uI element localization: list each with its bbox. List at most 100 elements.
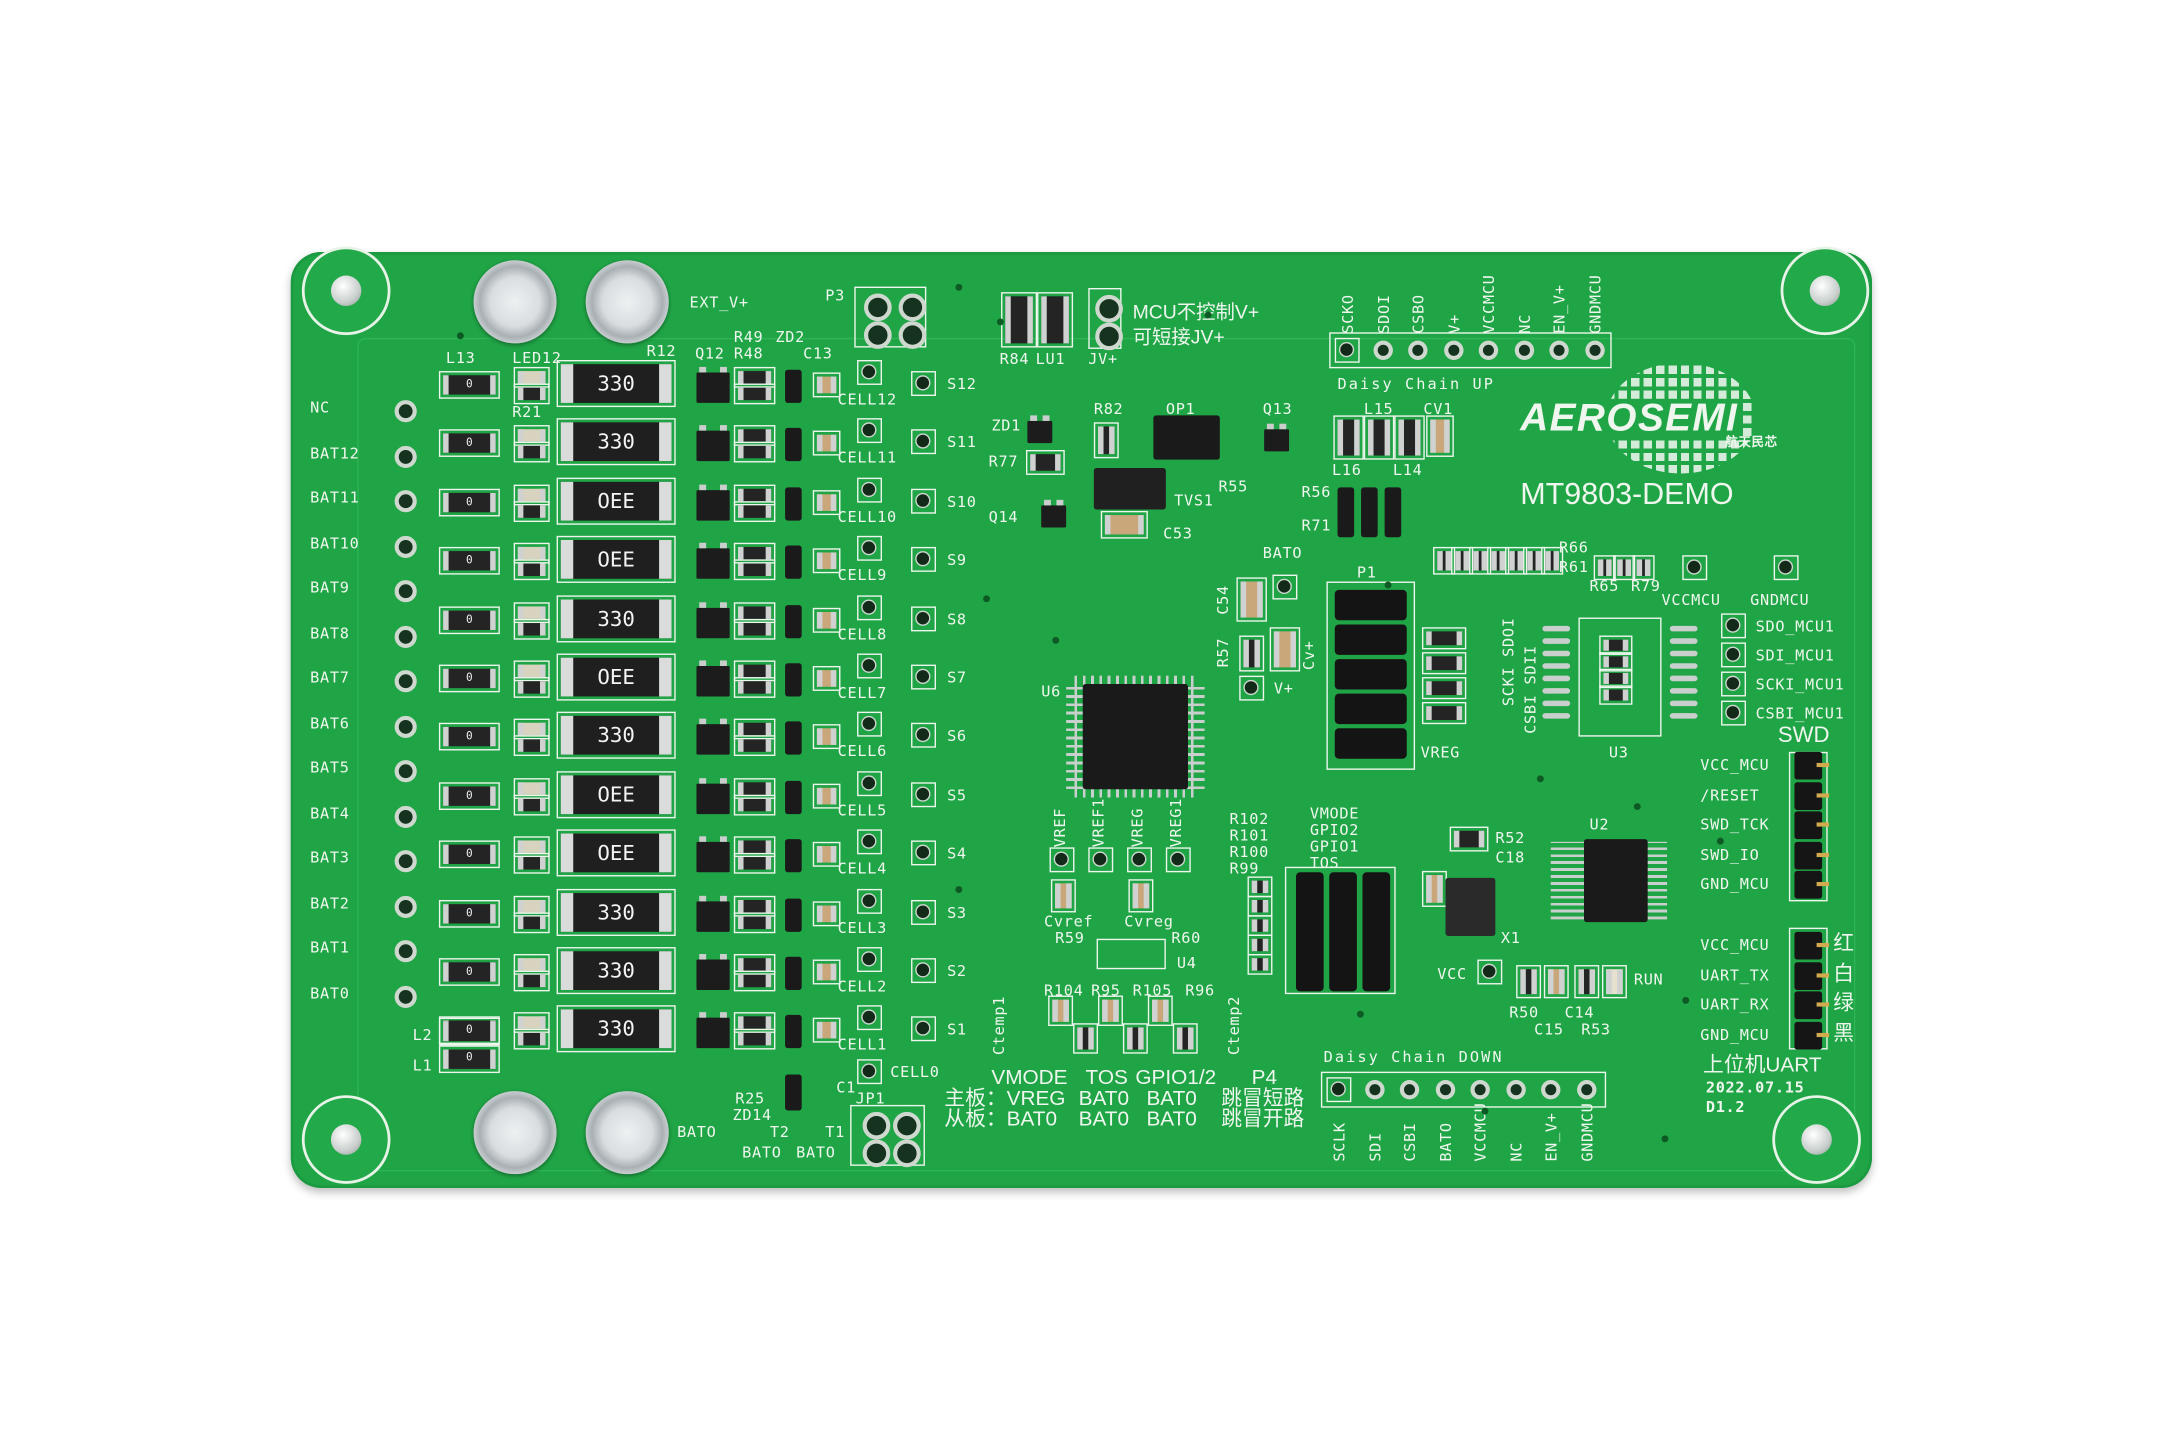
- sense-testpoint[interactable]: [911, 958, 936, 984]
- p1-jumper-cap[interactable]: [1334, 659, 1407, 690]
- jv-pin[interactable]: [1095, 294, 1123, 323]
- header-pin[interactable]: [1478, 340, 1499, 360]
- sense-testpoint[interactable]: [911, 429, 936, 455]
- p4-jumper-cap[interactable]: [1329, 872, 1357, 992]
- battery-pin[interactable]: [394, 850, 417, 873]
- cell-testpoint[interactable]: [857, 1005, 882, 1031]
- cell-testpoint[interactable]: [857, 888, 882, 914]
- battery-pin[interactable]: [394, 715, 417, 738]
- mcu-signal-pin[interactable]: [1721, 671, 1746, 697]
- header-pin[interactable]: [1505, 1079, 1526, 1100]
- header-pin[interactable]: [1443, 340, 1463, 360]
- sense-testpoint[interactable]: [911, 488, 936, 514]
- battery-pin[interactable]: [394, 940, 417, 963]
- header-pin[interactable]: [1470, 1079, 1490, 1100]
- sense-testpoint[interactable]: [911, 547, 936, 573]
- swd-pin[interactable]: [1794, 781, 1830, 810]
- header-pin[interactable]: [1549, 340, 1569, 360]
- swd-pin[interactable]: [1794, 870, 1830, 899]
- cell-testpoint[interactable]: [857, 829, 882, 855]
- swd-pin[interactable]: [1794, 841, 1830, 869]
- header-pin[interactable]: [1435, 1079, 1455, 1100]
- u3-resistor: [1599, 668, 1633, 689]
- battery-pin[interactable]: [394, 670, 417, 693]
- silk-r65: R65: [1589, 577, 1620, 596]
- sense-testpoint[interactable]: [911, 371, 936, 396]
- p1-jumper-cap[interactable]: [1334, 728, 1407, 759]
- header-pin[interactable]: [1364, 1079, 1384, 1100]
- mcu-signal-pin[interactable]: [1721, 642, 1746, 668]
- cell-testpoint[interactable]: [857, 594, 882, 620]
- battery-pin[interactable]: [394, 445, 417, 468]
- sense-testpoint[interactable]: [911, 782, 936, 807]
- vreg-testpoint[interactable]: [1127, 847, 1152, 873]
- p1-jumper-cap[interactable]: [1334, 693, 1407, 725]
- vref1-testpoint[interactable]: [1088, 847, 1114, 873]
- sense-testpoint[interactable]: [911, 723, 936, 749]
- cell-testpoint[interactable]: [857, 536, 882, 562]
- p4-jumper-cap[interactable]: [1362, 872, 1391, 992]
- swd-pin[interactable]: [1794, 811, 1830, 840]
- header-pin[interactable]: [1541, 1079, 1561, 1100]
- p3-pin[interactable]: [863, 321, 892, 349]
- swd-pin[interactable]: [1794, 751, 1830, 780]
- battery-pin[interactable]: [394, 535, 417, 558]
- sense-testpoint[interactable]: [911, 605, 936, 631]
- vccmcu-testpoint[interactable]: [1682, 555, 1708, 581]
- testpoint[interactable]: [1272, 574, 1298, 600]
- battery-pin[interactable]: [394, 625, 417, 648]
- sense-testpoint[interactable]: [911, 664, 936, 690]
- uart-pin[interactable]: [1794, 961, 1830, 990]
- cell-testpoint[interactable]: [857, 770, 882, 796]
- battery-pin[interactable]: [394, 805, 417, 828]
- jp1-pin[interactable]: [893, 1139, 921, 1168]
- cell-testpoint[interactable]: [857, 712, 882, 738]
- sense-label: S12: [947, 375, 977, 394]
- gndmcu-testpoint[interactable]: [1773, 555, 1799, 581]
- jp1-pin[interactable]: [893, 1111, 921, 1140]
- sense-testpoint[interactable]: [911, 899, 936, 925]
- cell-testpoint[interactable]: [857, 1059, 882, 1085]
- cell-testpoint[interactable]: [857, 477, 882, 503]
- vreg1-testpoint[interactable]: [1165, 847, 1191, 873]
- p1-jumper-cap[interactable]: [1334, 624, 1407, 655]
- sense-testpoint[interactable]: [911, 1016, 936, 1042]
- uart-pin[interactable]: [1794, 931, 1830, 960]
- p3-pin[interactable]: [898, 321, 927, 349]
- p3-pin[interactable]: [863, 293, 892, 322]
- cell-testpoint[interactable]: [857, 418, 882, 444]
- cell-testpoint[interactable]: [857, 653, 882, 679]
- mcu-signal-pin[interactable]: [1721, 700, 1746, 726]
- battery-pin[interactable]: [394, 580, 417, 603]
- header-pin[interactable]: [1576, 1079, 1596, 1100]
- header-pin[interactable]: [1514, 340, 1534, 360]
- header-pin[interactable]: [1372, 340, 1393, 360]
- header-pin[interactable]: [1408, 340, 1428, 360]
- vplus-testpoint[interactable]: [1239, 675, 1265, 701]
- uart-pin[interactable]: [1794, 1021, 1830, 1049]
- p4-jumper-cap[interactable]: [1295, 872, 1324, 992]
- header-pin[interactable]: [1326, 1077, 1352, 1103]
- jt-h-gpio: GPIO1/2: [1135, 1066, 1217, 1090]
- vcc-testpoint[interactable]: [1477, 959, 1503, 985]
- jv-pin[interactable]: [1095, 322, 1123, 351]
- header-pin[interactable]: [1399, 1079, 1420, 1100]
- vref-testpoint[interactable]: [1049, 847, 1075, 873]
- battery-pin[interactable]: [394, 490, 417, 513]
- jp1-pin[interactable]: [862, 1111, 891, 1140]
- battery-pin[interactable]: [394, 400, 417, 423]
- battery-pin[interactable]: [394, 985, 417, 1008]
- resistor: [1487, 546, 1510, 575]
- battery-pin[interactable]: [394, 895, 417, 918]
- sense-testpoint[interactable]: [911, 840, 936, 866]
- header-pin[interactable]: [1584, 340, 1605, 360]
- cell-testpoint[interactable]: [857, 947, 882, 972]
- uart-pin[interactable]: [1794, 991, 1830, 1020]
- header-pin[interactable]: [1334, 337, 1360, 363]
- cell-testpoint[interactable]: [857, 359, 882, 385]
- p3-pin[interactable]: [898, 293, 927, 322]
- battery-pin[interactable]: [394, 760, 417, 783]
- p1-jumper-cap[interactable]: [1334, 589, 1407, 621]
- mcu-signal-pin[interactable]: [1721, 613, 1746, 639]
- jp1-pin[interactable]: [862, 1139, 891, 1168]
